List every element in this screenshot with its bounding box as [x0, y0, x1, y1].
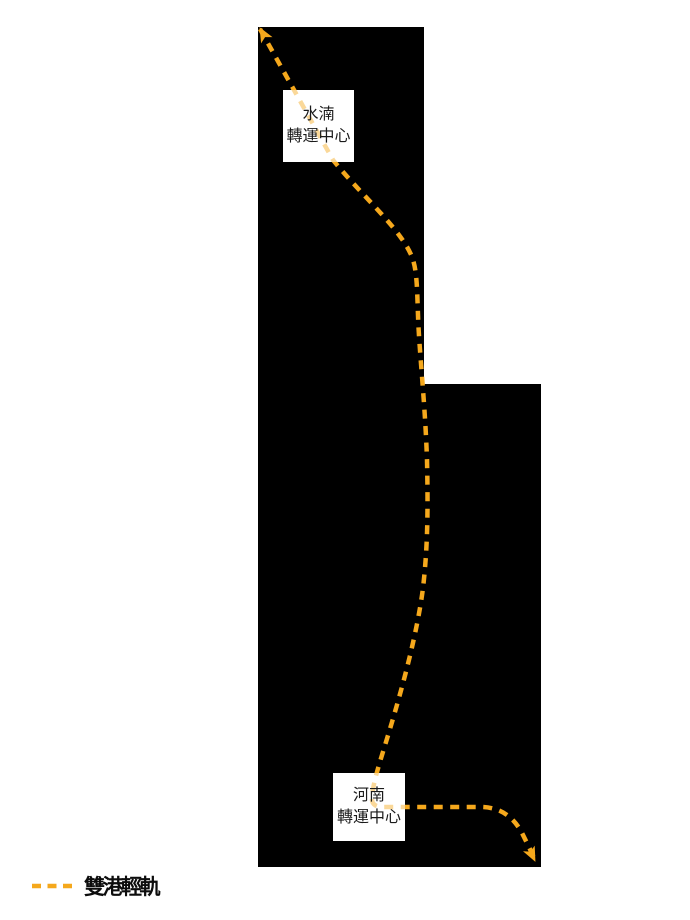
legend: 雙港輕軌: [30, 871, 161, 901]
route-arrowhead-end-icon: [523, 845, 536, 862]
route-path: [258, 27, 537, 859]
station-name-line: 水湳: [302, 106, 335, 123]
station-name-line: 河南: [352, 787, 385, 804]
legend-dash-line-icon: [32, 883, 76, 889]
station-label-henan: 河南 轉運中心: [333, 773, 405, 841]
station-name-line: 轉運中心: [336, 809, 401, 826]
station-label-box-henan: [333, 773, 405, 841]
station-name-line: 轉運中心: [286, 128, 351, 145]
route-arrowhead-start-icon: [259, 27, 273, 44]
station-label-shuinan: 水湳 轉運中心: [283, 90, 354, 162]
map-dark-region-east: [424, 384, 541, 867]
station-label-box-shuinan: [283, 90, 354, 162]
map-dark-region-main: [258, 27, 424, 867]
legend-route-label: 雙港輕軌: [84, 876, 161, 899]
